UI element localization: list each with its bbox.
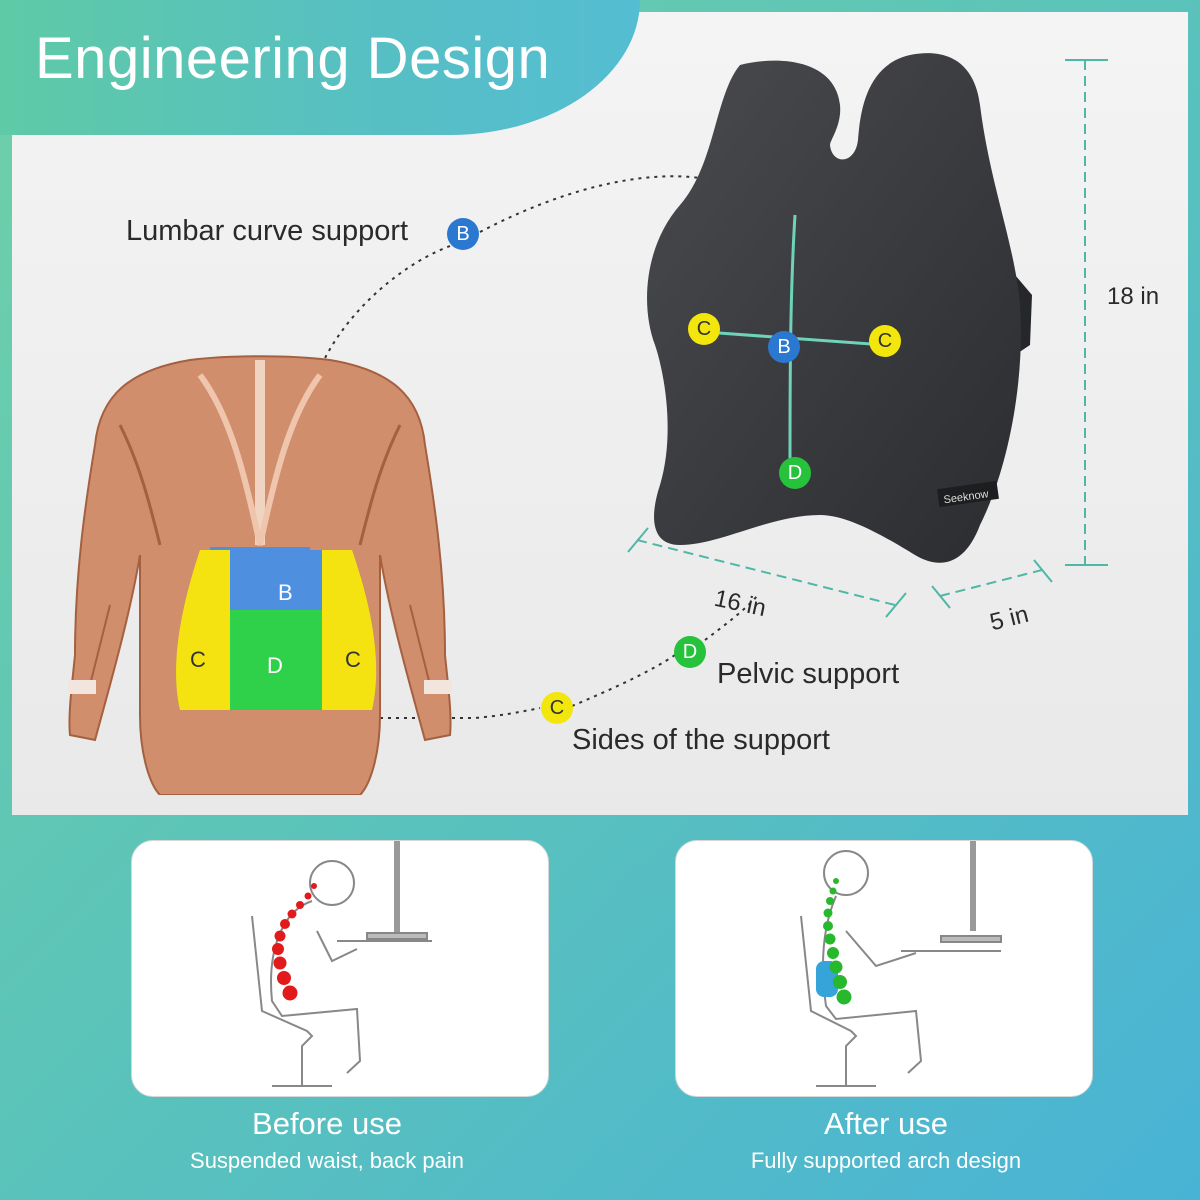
before-posture-illustration [251, 841, 432, 1087]
zone-b-label: B [278, 580, 293, 605]
cushion-badge-b: B [768, 331, 800, 363]
zone-c-left-label: C [190, 647, 206, 672]
zone-d-label: D [267, 653, 283, 678]
anatomy-back-illustration: B C C D [68, 355, 452, 795]
before-use-title: Before use [252, 1106, 402, 1141]
before-use-subtitle: Suspended waist, back pain [190, 1148, 464, 1173]
page-title: Engineering Design [35, 26, 551, 91]
cushion-badge-d: D [779, 457, 811, 489]
sides-callout-badge: C [541, 692, 573, 724]
lumbar-callout-badge: B [447, 218, 479, 250]
title-banner: Engineering Design [0, 0, 640, 135]
after-use-subtitle: Fully supported arch design [750, 1148, 1022, 1173]
cushion-badge-c-left: C [688, 313, 720, 345]
after-use-card [675, 840, 1093, 1097]
pelvic-callout-label: Pelvic support [717, 658, 900, 690]
pelvic-callout-badge: D [674, 636, 706, 668]
after-posture-illustration [800, 841, 1002, 1087]
zone-c-right-label: C [345, 647, 361, 672]
before-use-card [131, 840, 549, 1097]
sides-callout-label: Sides of the support [572, 724, 830, 756]
dimension-height: 18 in [1107, 283, 1160, 310]
cushion-badge-c-right: C [869, 325, 901, 357]
lumbar-cushion-image: Seeknow [647, 53, 1032, 563]
lumbar-callout-label: Lumbar curve support [126, 215, 409, 247]
after-use-title: After use [823, 1106, 949, 1141]
